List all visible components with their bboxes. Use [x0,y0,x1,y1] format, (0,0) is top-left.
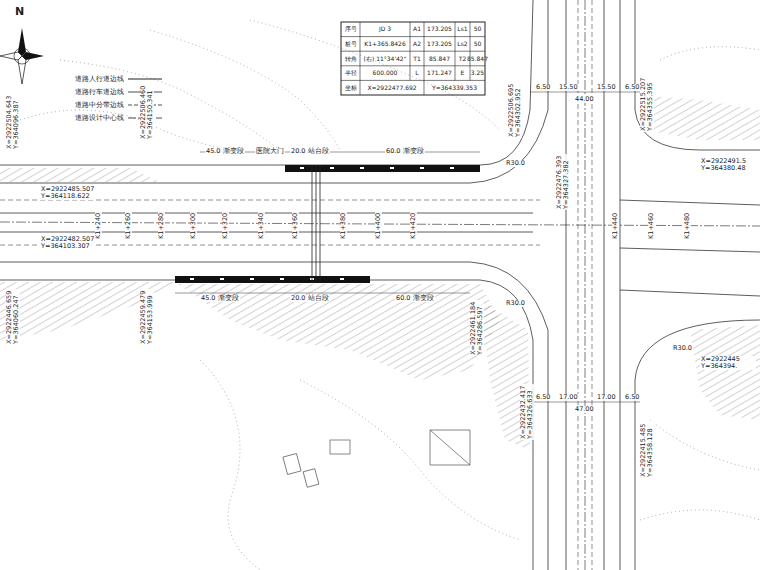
plan-label: 45.0 渐变段 [200,295,240,302]
legend-text: 道路行车道边线 [75,89,124,96]
table-cell: Ls2 [456,41,468,48]
legend-sample [128,75,162,83]
plan-label: K1+320 [222,212,229,240]
plan-label: K1+380 [340,212,347,240]
plan-label: X=2922491.5 Y=364380.48 [700,158,756,172]
table-cell: Ls1 [456,26,468,33]
table-cell: Y=364339.353 [431,84,478,91]
topo-contours [20,20,760,570]
table-cell: A1 [412,26,422,33]
plan-label: 44.00 [574,96,595,103]
plan-label: X=2922459.479 Y=364153.999 [140,289,154,345]
plan-label: X=2922504.643 Y=364096.387 [6,94,20,150]
table-cell: 85.847 [466,55,489,62]
table-cell: 50 [473,41,483,48]
north-arrow [0,28,44,84]
plan-label: X=2922446.659 Y=364060.247 [6,289,20,345]
dimension-lines [175,92,640,402]
plan-label: X=2922476.393 Y=364327.382 [556,154,570,210]
plan-label: K1+240 [95,212,102,240]
table-cell: 173.205 [426,26,453,33]
plan-label: K1+480 [684,212,691,240]
plan-label: 60.0 渐变段 [385,148,425,155]
plan-label: X=2922515.207 Y=364355.395 [640,76,654,132]
plan-label: 17.00 [596,394,617,401]
table-cell: 171.247 [426,70,453,77]
table-cell: 3.25 [470,70,485,77]
table-cell: T2 [458,55,467,62]
plan-label: 6.50 [535,394,551,401]
plan-label: 47.00 [574,406,595,413]
plan-label: 6.50 [624,394,640,401]
table-cell: 桩号 [344,41,358,48]
plan-label: K1+300 [190,212,197,240]
plan-label: X=2922506.695 Y=364302.952 [508,82,522,138]
plan-label: N [14,6,25,18]
table-cell: X=2922477.692 [366,84,417,91]
plan-label: X=2922415.485 Y=364358.128 [640,422,654,478]
plan-label: X=2922485.507 Y=364118.622 [40,186,96,200]
plan-label: K1+260 [125,212,132,240]
plan-label: 6.50 [535,84,551,91]
table-cell: 85.847 [428,55,451,62]
plan-label: 45.0 渐变段 [205,148,245,155]
table-cell: 坐标 [344,84,358,91]
plan-label: K1+360 [292,212,299,240]
plan-label: R30.0 [505,160,526,167]
slope-hatch [0,95,760,450]
legend-text: 道路中分带边线 [75,102,124,109]
lane-lines [0,0,592,570]
table-cell: 转角 [344,55,358,62]
plan-label: 15.50 [596,84,617,91]
plan-label: X=2922461.184 Y=364286.597 [470,300,484,356]
plan-label: X=2922432.417 Y=364326.633 [520,384,534,440]
plan-label: 6.50 [624,84,640,91]
plan-label: 15.50 [558,84,579,91]
table-cell: 半径 [344,70,358,77]
table-cell: K1+365.8426 [363,41,406,48]
plan-label: R30.0 [672,345,693,352]
buildings [283,430,470,487]
table-cell: L [414,70,419,77]
plan-label: 医院大门 [255,148,285,155]
plan-label: X=2922506.460 Y=364150.341 [140,84,154,140]
table-cell: 173.205 [426,41,453,48]
table-cell: JD 3 [378,26,392,33]
table-cell: E [460,70,466,77]
table-cell: (右) 11°34'42" [363,55,408,62]
table-cell: 600.000 [372,70,399,77]
plan-label: R30.0 [505,300,526,307]
plan-label: 17.00 [558,394,579,401]
legend-text: 道路人行道边线 [75,76,124,83]
bus-bays [175,165,480,283]
plan-label: 20.0 站台段 [290,148,330,155]
plan-label: K1+440 [612,212,619,240]
table-grid [341,22,485,95]
plan-label: K1+400 [375,212,382,240]
table-cell: 50 [473,26,483,33]
plan-label: 20.0 站台段 [290,295,330,302]
plan-label: K1+340 [258,212,265,240]
table-cell: A2 [412,41,422,48]
table-cell: 序号 [344,26,358,33]
table-cell: T1 [412,55,421,62]
plan-label: K1+420 [410,212,417,240]
plan-label: X=2922482.507 Y=364103.307 [40,236,96,250]
legend-text: 道路设计中心线 [75,115,124,122]
crosswalk [312,165,320,283]
plan-label: K1+460 [648,212,655,240]
plan-label: X=2922445 Y=364394. [700,356,756,370]
plan-label: 60.0 渐变段 [395,295,435,302]
plan-label: K1+280 [158,212,165,240]
